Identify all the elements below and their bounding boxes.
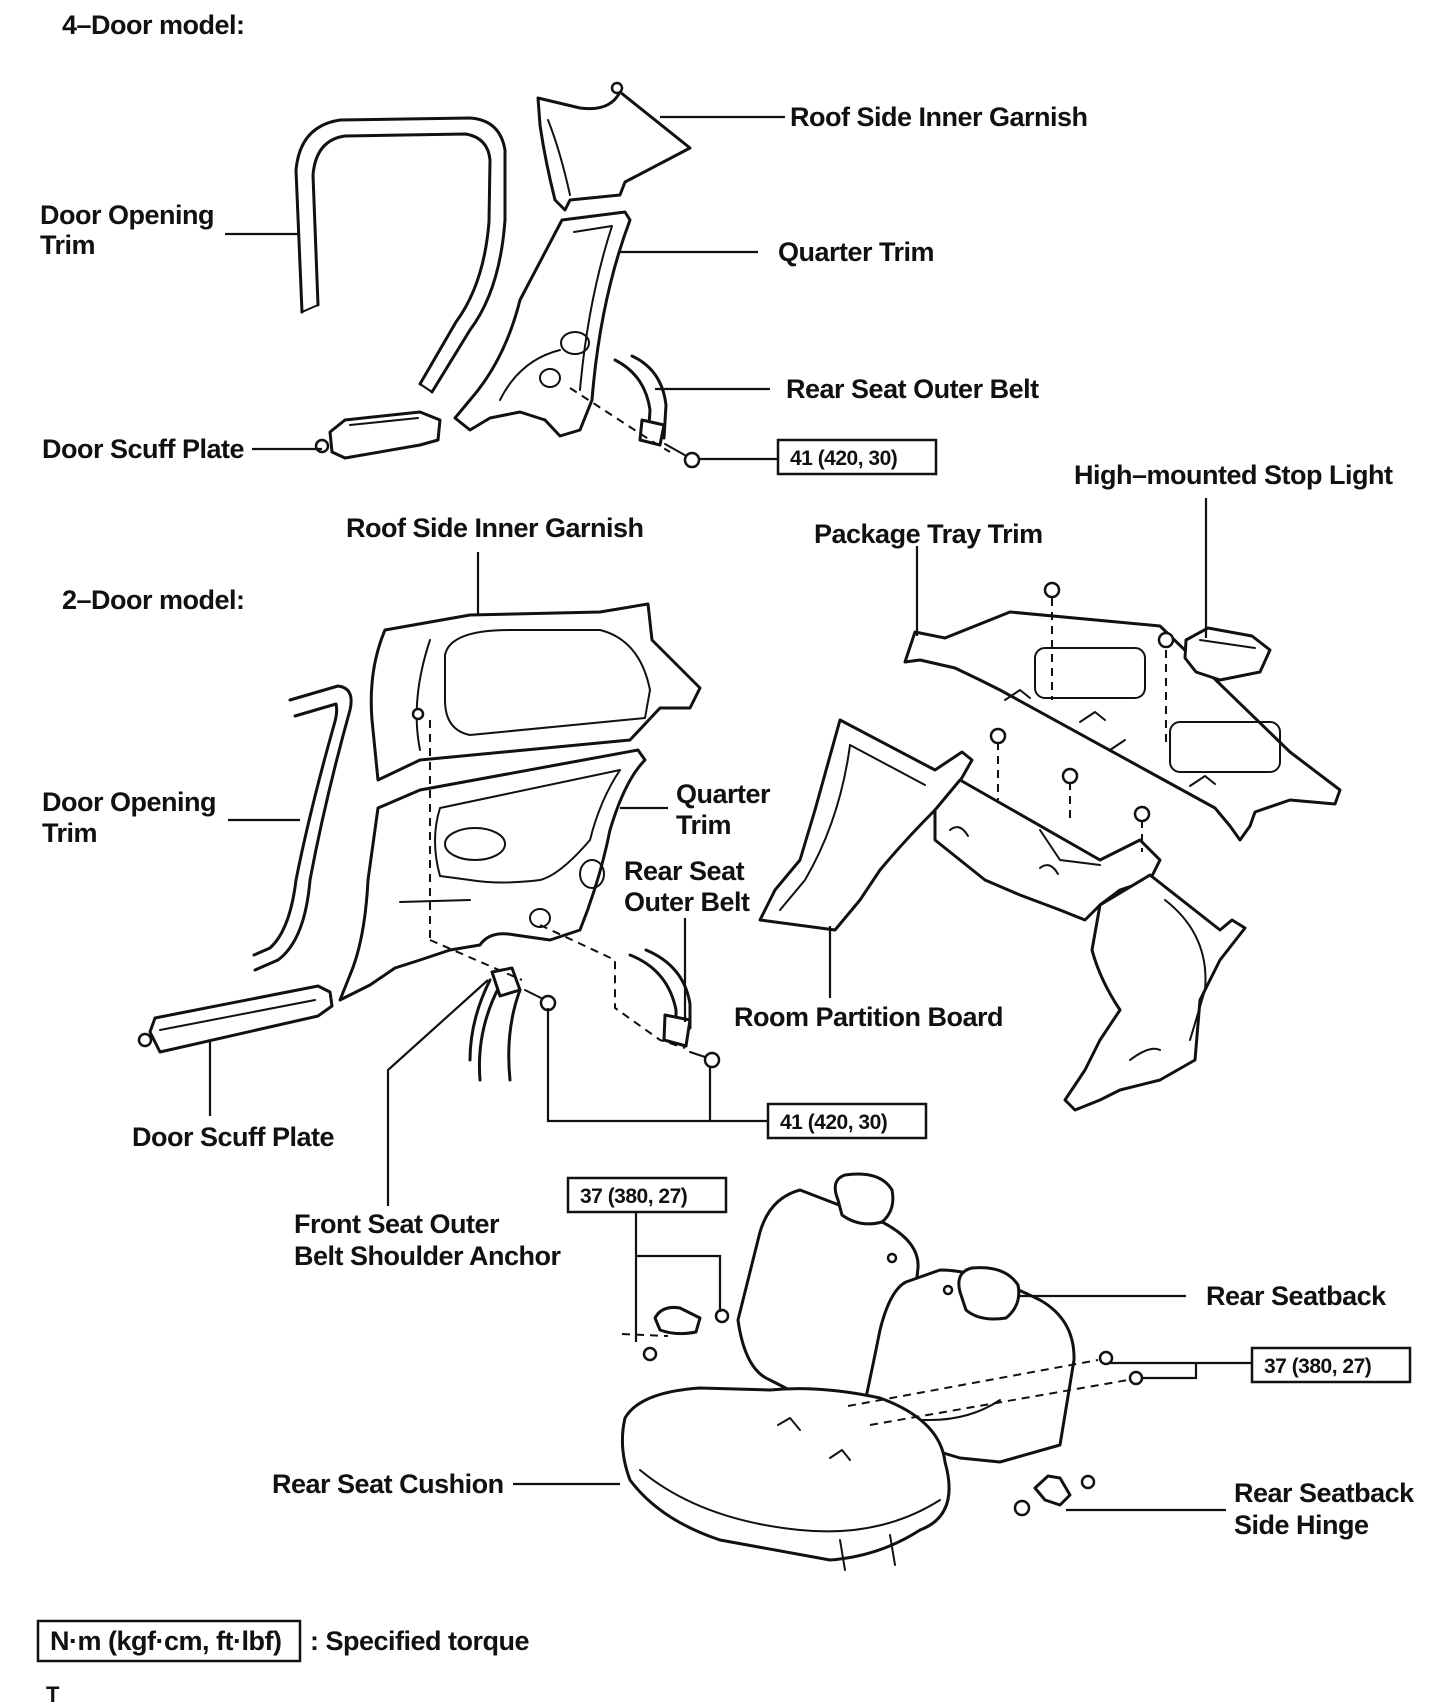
- two-door-door-opening-trim-label-line1: Door Opening: [42, 787, 216, 817]
- four-door-heading: 4–Door model:: [62, 10, 245, 40]
- four-door-torque-box: [776, 438, 938, 476]
- legend-description: : Specified torque: [310, 1626, 530, 1656]
- rear-seatback-left-part: [736, 1172, 920, 1414]
- side-hinge-label-line2: Side Hinge: [1234, 1510, 1369, 1540]
- two-door-torque-value: 41 (420, 30): [780, 1111, 887, 1134]
- two-door-quarter-trim-label-line1: Quarter: [676, 779, 771, 809]
- four-door-torque-value: 41 (420, 30): [790, 447, 897, 470]
- four-door-roof-side-garnish-part: [536, 81, 692, 212]
- package-tray-clips: [989, 581, 1175, 852]
- two-door-front-seat-anchor-part: [468, 966, 522, 1082]
- rear-seatback-label: Rear Seatback: [1206, 1281, 1387, 1311]
- seat-torque-value-left: 37 (380, 27): [580, 1185, 687, 1208]
- two-door-torque-box: [766, 1102, 928, 1140]
- high-mounted-stop-light-part: [1183, 626, 1272, 682]
- four-door-roof-side-garnish-label: Roof Side Inner Garnish: [790, 102, 1088, 132]
- four-door-rear-seat-belt-label: Rear Seat Outer Belt: [786, 374, 1039, 404]
- seat-bolts-right: [847, 1350, 1144, 1426]
- two-door-door-opening-trim-part: [252, 684, 353, 972]
- four-door-door-opening-trim-part: [294, 116, 507, 394]
- four-door-door-scuff-plate-label: Door Scuff Plate: [42, 434, 245, 464]
- seat-bracket-left: [621, 1306, 730, 1362]
- two-door-door-scuff-plate-part: [137, 984, 334, 1054]
- four-door-door-scuff-plate-part: [314, 410, 442, 460]
- two-door-roof-side-garnish-part: [369, 602, 702, 782]
- two-door-roof-side-garnish-label: Roof Side Inner Garnish: [346, 513, 644, 543]
- four-door-quarter-trim-part: [453, 210, 632, 438]
- two-door-rear-seat-belt-label-line1: Rear Seat: [624, 856, 745, 886]
- two-door-rear-seat-belt-label-line2: Outer Belt: [624, 887, 750, 917]
- legend-unit-text: N·m (kgf·cm, ft·lbf): [50, 1626, 281, 1656]
- rear-seatback-side-hinge-part: [1013, 1474, 1096, 1517]
- four-door-bolt: [664, 443, 701, 469]
- seat-torque-value-right: 37 (380, 27): [1264, 1355, 1371, 1378]
- four-door-quarter-trim-label: Quarter Trim: [778, 237, 934, 267]
- four-door-door-opening-trim-label-line2: Trim: [40, 230, 95, 260]
- seat-torque-box-right: [1250, 1346, 1412, 1384]
- legend-unit-box: [36, 1619, 302, 1663]
- two-door-door-opening-trim-label-line2: Trim: [42, 818, 97, 848]
- two-door-bolt-left: [524, 989, 557, 1012]
- two-door-quarter-trim-part: [338, 748, 647, 1002]
- four-door-door-opening-trim-label-line1: Door Opening: [40, 200, 214, 230]
- high-mounted-stop-light-label: High–mounted Stop Light: [1074, 460, 1393, 490]
- rear-seat-cushion-label: Rear Seat Cushion: [272, 1469, 504, 1499]
- two-door-bolt-right: [689, 1051, 721, 1069]
- front-seat-anchor-label-line1: Front Seat Outer: [294, 1209, 500, 1239]
- footer-mark: T: [46, 1682, 60, 1706]
- two-door-quarter-trim-label-line2: Trim: [676, 810, 731, 840]
- room-partition-board-part: [758, 718, 1247, 1112]
- seat-torque-box-left: [566, 1176, 728, 1214]
- four-door-rear-seat-belt-part: [613, 354, 668, 447]
- two-door-rear-seat-belt-part: [628, 948, 692, 1048]
- package-tray-trim-part: [903, 610, 1342, 842]
- two-door-door-scuff-plate-label: Door Scuff Plate: [132, 1122, 335, 1152]
- two-door-heading: 2–Door model:: [62, 585, 245, 615]
- package-tray-trim-label: Package Tray Trim: [814, 519, 1043, 549]
- rear-seat-cushion-part: [620, 1386, 951, 1571]
- front-seat-anchor-label-line2: Belt Shoulder Anchor: [294, 1241, 562, 1271]
- room-partition-board-label: Room Partition Board: [734, 1002, 1003, 1032]
- side-hinge-label-line1: Rear Seatback: [1234, 1478, 1415, 1508]
